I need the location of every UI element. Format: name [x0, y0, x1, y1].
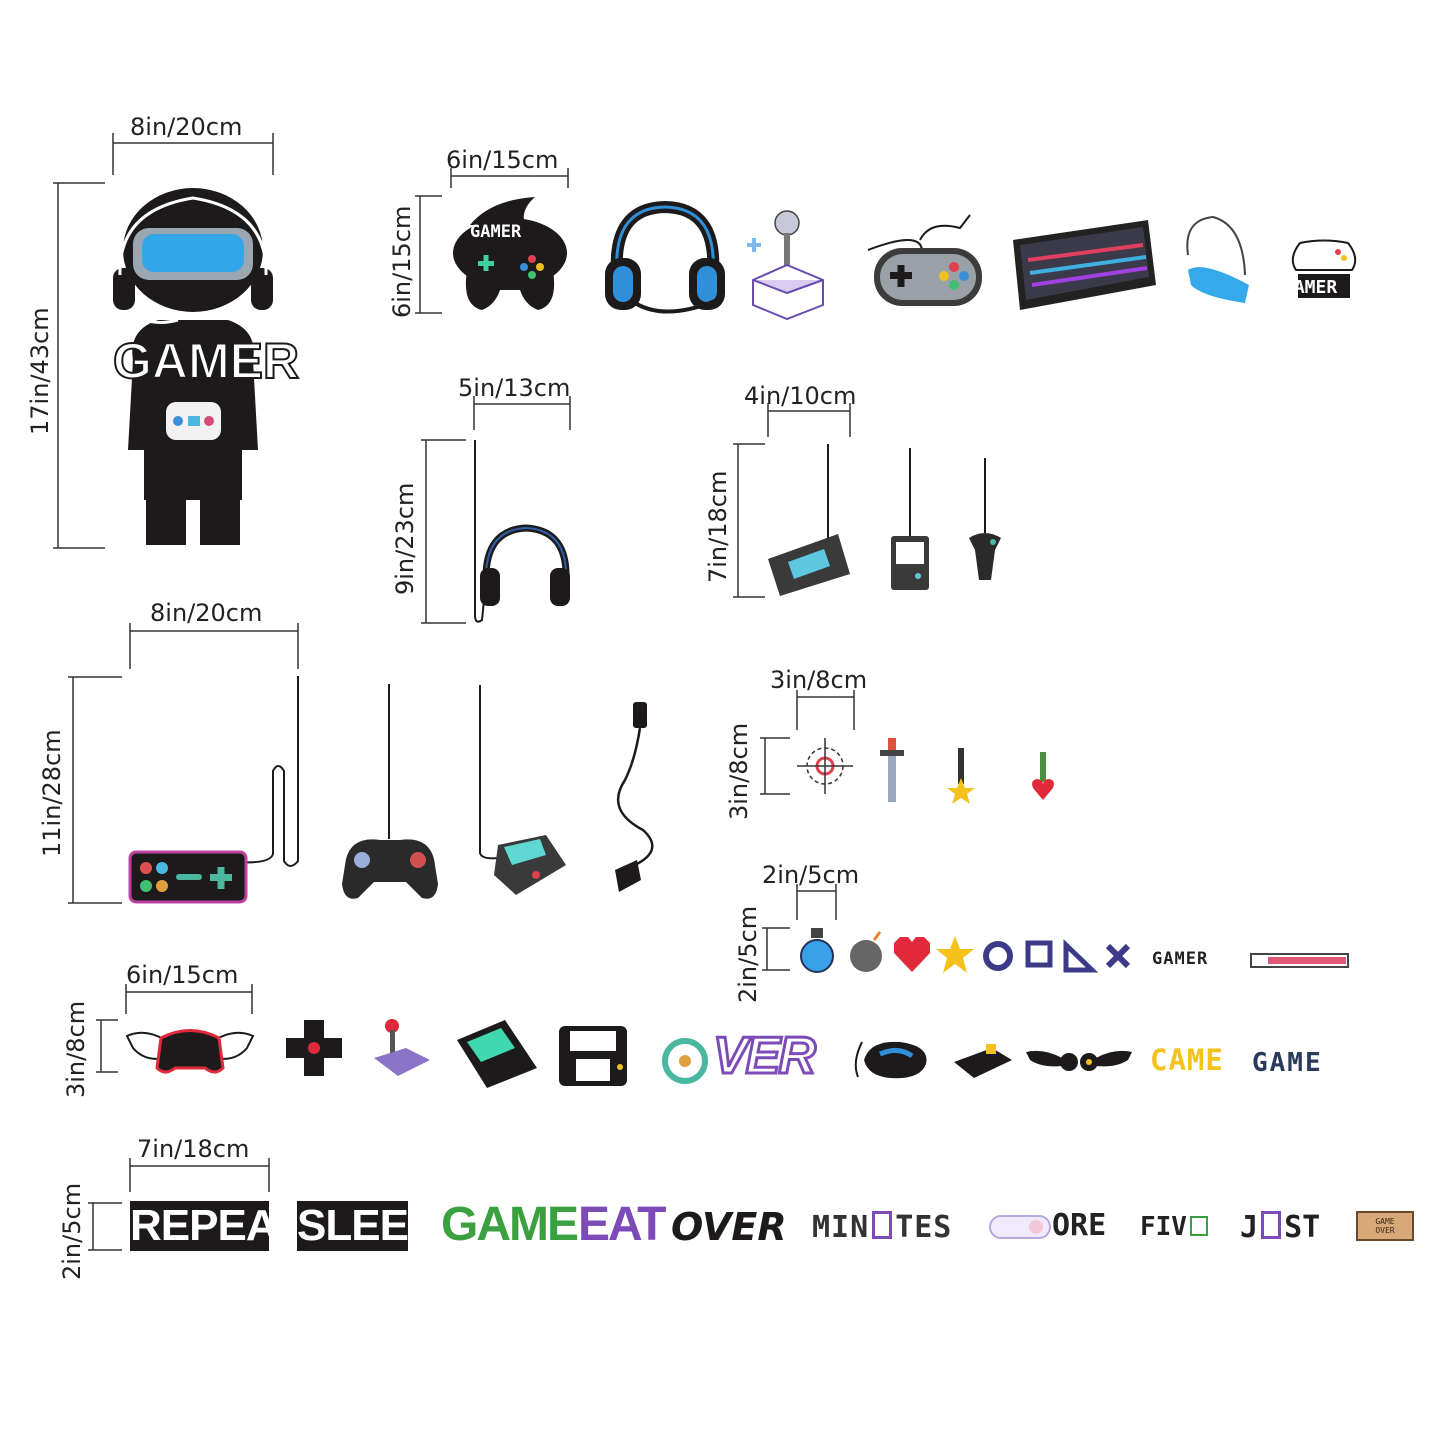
tiny-width-label: 2in/5cm — [762, 861, 860, 889]
tiny-height-label: 2in/5cm — [734, 905, 762, 1003]
small-height-label: 3in/8cm — [725, 722, 753, 820]
winged-buttons-icon — [1026, 1050, 1132, 1071]
hanging-arcade-icon — [479, 685, 566, 895]
five-text: FIV — [1140, 1212, 1187, 1242]
eat-label: EAT — [578, 1198, 666, 1251]
joystick-icon — [747, 210, 824, 321]
gamer-width-label: 8in/20cm — [130, 113, 243, 141]
pixel-heart-icon — [894, 937, 930, 972]
game-over-plaque: GAME OVER — [1356, 1211, 1414, 1241]
health-bar-icon — [1250, 953, 1349, 968]
just-label: J ST — [1240, 1211, 1320, 1243]
dpad-icon — [286, 1020, 342, 1076]
arcade-stick-icon — [374, 1019, 430, 1076]
minutes-label: MIN TES — [812, 1211, 952, 1243]
five-label: FIV — [1140, 1214, 1208, 1240]
words-width-label: 7in/18cm — [137, 1135, 250, 1163]
game-pixel-label: GAME — [1252, 1048, 1323, 1078]
ds-console-icon — [559, 1026, 627, 1086]
console-height-label: 11in/28cm — [38, 729, 66, 857]
hanging-handheld-icon — [768, 444, 850, 596]
xbox-controller-icon — [1291, 239, 1357, 298]
bomb-icon — [850, 931, 882, 972]
hanging-height-label: 7in/18cm — [704, 470, 732, 583]
hanging-console-icon — [128, 676, 299, 904]
controller-o-icon — [989, 1215, 1051, 1239]
over-sticker-label: VER — [712, 1027, 818, 1085]
console-width-label: 8in/20cm — [150, 599, 263, 627]
hanging-width-label: 4in/10cm — [744, 382, 857, 410]
gamer-title: GAMER — [112, 333, 300, 389]
gamer-height-label: 17in/43cm — [26, 307, 54, 435]
hanging-gameboy-icon — [891, 448, 929, 590]
just-part-b: ST — [1284, 1210, 1321, 1245]
star-wand-icon — [947, 748, 975, 804]
minutes-part-a: MIN — [812, 1210, 870, 1245]
just-part-a: J — [1240, 1210, 1259, 1245]
small-width-label: 3in/8cm — [770, 666, 868, 694]
triangle-button-icon — [1063, 939, 1099, 973]
minutes-gap-icon — [872, 1211, 893, 1239]
gamer-badge-icon — [453, 197, 567, 310]
row5-height-label: 3in/8cm — [62, 1000, 90, 1098]
play-icon — [1189, 1216, 1208, 1236]
row1-width-label: 6in/15cm — [446, 146, 559, 174]
keyboard-icon — [1013, 220, 1156, 310]
circle-button-icon — [983, 941, 1013, 971]
over-label: OVER — [671, 1205, 787, 1249]
potion-icon — [800, 928, 834, 973]
minutes-part-b: TES — [895, 1210, 953, 1245]
snes-controller-icon — [867, 214, 982, 306]
crosshair-icon — [797, 738, 853, 794]
retro-handheld-icon — [457, 1020, 537, 1088]
hanging-gamepad-icon — [342, 684, 438, 899]
usb-cable-icon — [615, 702, 654, 892]
wasd-keys-icon — [954, 1044, 1012, 1078]
gaming-mouse-icon — [854, 1041, 927, 1079]
headphones-height-label: 9in/23cm — [391, 482, 419, 595]
row1-height-label: 6in/15cm — [388, 205, 416, 318]
more-label: ORE — [1052, 1208, 1107, 1243]
headphones-width-label: 5in/13cm — [458, 374, 571, 402]
hanging-headphones-icon — [474, 440, 570, 623]
gamer-small-label: GAMER — [1152, 949, 1209, 969]
gamer-character-icon — [113, 188, 273, 545]
hanging-remote-icon — [969, 458, 1001, 580]
just-gap-icon — [1261, 1211, 1282, 1239]
pixel-star-icon — [936, 936, 974, 973]
gamer-badge-label: GAMER — [470, 222, 522, 242]
headset-icon — [605, 200, 725, 314]
repeat-label: REPEAT — [130, 1201, 300, 1251]
words-height-label: 2in/5cm — [58, 1182, 86, 1280]
came-label: CAME — [1150, 1043, 1224, 1077]
row5-width-label: 6in/15cm — [126, 961, 239, 989]
game-gradient-label: GAME — [441, 1198, 579, 1251]
vr-goggles-icon — [1186, 215, 1249, 303]
game-over-plaque-text: GAME OVER — [1375, 1217, 1395, 1235]
winged-controller-icon — [125, 1029, 255, 1074]
sword-icon — [880, 738, 904, 802]
sleep-label: SLEEP — [297, 1201, 437, 1251]
gamer-controller-badge-label: GAMER — [1283, 277, 1338, 298]
square-button-icon — [1025, 940, 1053, 968]
cross-button-icon — [1105, 943, 1131, 969]
steering-wheel-icon — [662, 1038, 708, 1084]
heart-wand-icon — [1032, 752, 1054, 800]
